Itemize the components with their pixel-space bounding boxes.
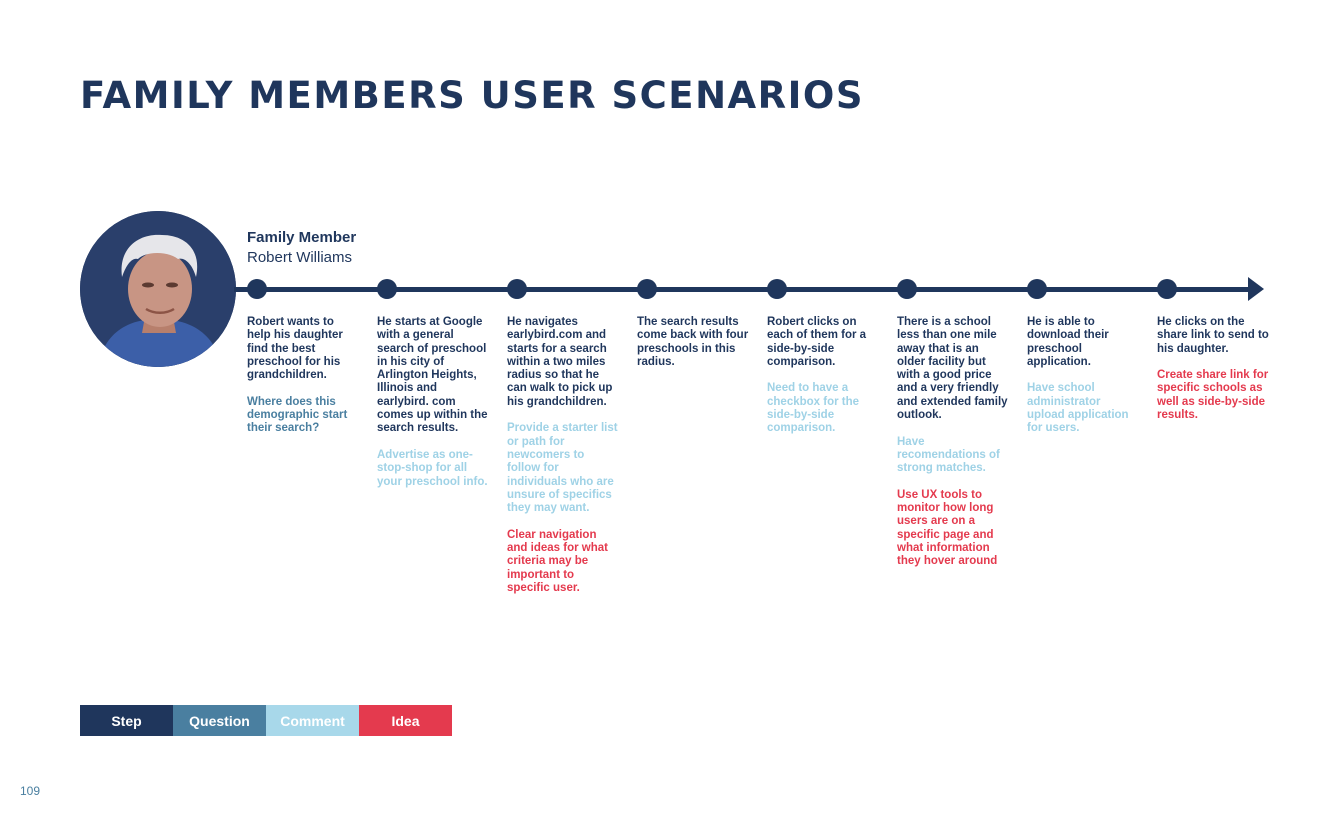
step-text: He navigates earlybird.com and starts fo… (507, 316, 613, 408)
comment-text: Advertise as one-stop-shop for all your … (377, 448, 488, 488)
step-text: Robert clicks on each of them for a side… (767, 316, 867, 368)
comment-text: Have recomendations of strong matches. (897, 435, 1000, 475)
step-text: There is a school less than one mile awa… (897, 316, 1008, 422)
persona-avatar (80, 211, 236, 367)
timeline-dot (1157, 279, 1177, 299)
scenario-step-3: He navigates earlybird.com and starts fo… (507, 316, 619, 609)
timeline-arrow-icon (1248, 277, 1264, 301)
scenario-step-5: Robert clicks on each of them for a side… (767, 316, 879, 449)
legend-comment: Comment (266, 705, 359, 736)
timeline-dot (897, 279, 917, 299)
timeline-dot (247, 279, 267, 299)
step-text: Robert wants to help his daughter find t… (247, 316, 343, 382)
step-text: He starts at Google with a general searc… (377, 316, 488, 435)
timeline-dot (637, 279, 657, 299)
step-text: He is able to download their preschool a… (1027, 316, 1109, 368)
persona-info: Family Member Robert Williams (247, 228, 356, 268)
legend-idea: Idea (359, 705, 452, 736)
legend-question: Question (173, 705, 266, 736)
step-text: He clicks on the share link to send to h… (1157, 316, 1269, 355)
scenario-step-8: He clicks on the share link to send to h… (1157, 316, 1269, 436)
scenario-step-6: There is a school less than one mile awa… (897, 316, 1009, 582)
idea-text: Use UX tools to monitor how long users a… (897, 488, 998, 568)
persona-role: Family Member (247, 229, 357, 246)
comment-text: Have school administrator upload applica… (1027, 382, 1129, 435)
timeline-dot (767, 279, 787, 299)
scenario-step-1: Robert wants to help his daughter find t… (247, 316, 359, 449)
page-title: FAMILY MEMBERS USER SCENARIOS (80, 74, 865, 117)
idea-text: Create share link for specific schools a… (1157, 369, 1269, 422)
scenario-step-2: He starts at Google with a general searc… (377, 316, 489, 502)
scenario-step-7: He is able to download their preschool a… (1027, 316, 1139, 449)
comment-text: Need to have a checkbox for the side-by-… (767, 382, 860, 435)
timeline-line (234, 287, 1254, 292)
person-photo-illustration (80, 211, 236, 367)
step-text: The search results come back with four p… (637, 316, 749, 368)
legend: Step Question Comment Idea (80, 705, 452, 736)
timeline-dot (1027, 279, 1047, 299)
persona-name: Robert Williams (247, 249, 353, 266)
timeline-dot (507, 279, 527, 299)
question-text: Where does this demographic start their … (247, 395, 348, 435)
comment-text: Provide a starter list or path for newco… (507, 422, 618, 515)
legend-step: Step (80, 705, 173, 736)
scenario-step-4: The search results come back with four p… (637, 316, 749, 382)
timeline-dot (377, 279, 397, 299)
page-number: 109 (20, 784, 41, 798)
idea-text: Clear navigation and ideas for what crit… (507, 528, 608, 594)
